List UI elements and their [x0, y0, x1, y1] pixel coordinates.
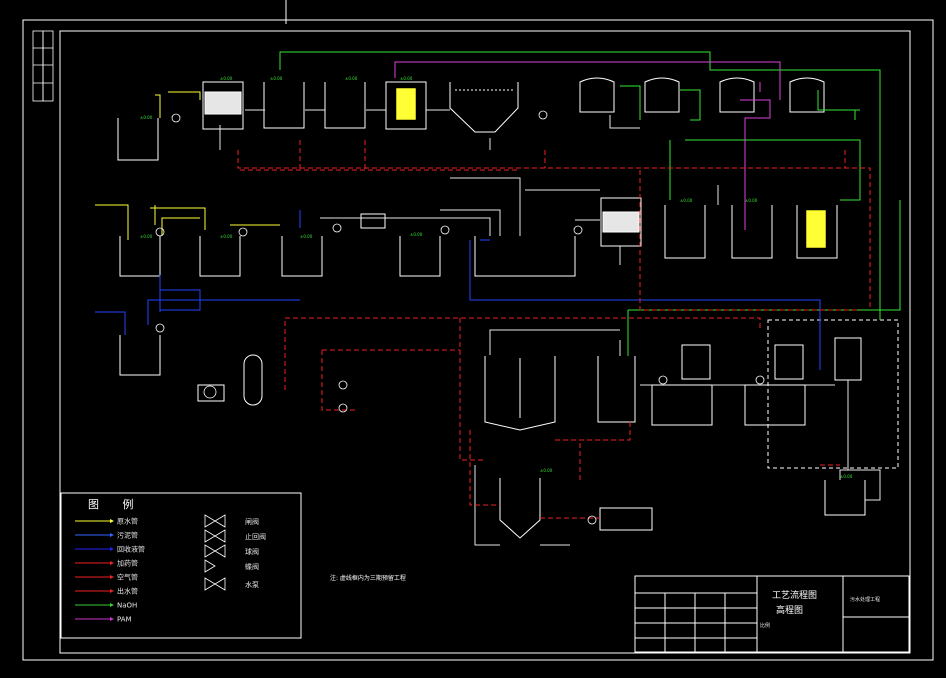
- legend-valve-symbols: [204, 514, 226, 591]
- legend-label-5: 出水管: [117, 587, 138, 596]
- svg-text:±0.00: ±0.00: [680, 198, 693, 203]
- legend-arrow-3: [110, 561, 114, 565]
- svg-text:±0.00: ±0.00: [140, 234, 153, 239]
- top-row-equipment: [117, 77, 825, 161]
- revision-strip: [32, 30, 54, 102]
- legend-frame: [60, 492, 302, 639]
- legend-label-1: 污泥管: [117, 531, 138, 540]
- phase-three-reserve-box: [767, 319, 899, 469]
- level-labels: ±0.00 ±0.00 ±0.00 ±0.00 ±0.00 ±0.00 ±0.0…: [140, 76, 853, 479]
- legend-label-6: NaOH: [117, 602, 137, 610]
- scale-label: 比例: [760, 622, 770, 629]
- legend-label-4: 空气管: [117, 573, 138, 582]
- svg-text:±0.00: ±0.00: [540, 468, 553, 473]
- svg-text:±0.00: ±0.00: [300, 234, 313, 239]
- legend-valve-label-3: 蝶阀: [245, 562, 259, 571]
- legend-arrow-5: [110, 589, 114, 593]
- outer-frame: [22, 19, 934, 661]
- lower-right-equipment: [484, 337, 866, 539]
- svg-text:±0.00: ±0.00: [745, 198, 758, 203]
- legend-arrow-6: [110, 603, 114, 607]
- legend-valve-label-4: 水泵: [245, 580, 259, 589]
- svg-text:±0.00: ±0.00: [220, 234, 233, 239]
- process-water-pipes: [219, 109, 881, 546]
- svg-text:±0.00: ±0.00: [220, 76, 233, 81]
- legend-valve-label-1: 止回阀: [245, 532, 266, 541]
- svg-text:±0.00: ±0.00: [270, 76, 283, 81]
- legend-label-2: 回收液管: [117, 545, 145, 554]
- recovery-pipes: [95, 210, 821, 370]
- lower-left-equipment: [119, 335, 263, 406]
- middle-row-equipment: [119, 197, 838, 277]
- inner-frame: [59, 30, 911, 654]
- drawing-number: 污水处理工程: [850, 596, 880, 603]
- svg-text:±0.00: ±0.00: [410, 232, 423, 237]
- legend-arrow-1: [110, 533, 114, 537]
- pam-pipes: [394, 61, 781, 230]
- legend-label-0: 原水管: [117, 517, 138, 526]
- legend-valve-label-0: 闸阀: [245, 517, 259, 526]
- legend-arrow-7: [110, 617, 114, 621]
- svg-text:±0.00: ±0.00: [345, 76, 358, 81]
- legend-arrow-4: [110, 575, 114, 579]
- legend-label-7: PAM: [117, 616, 132, 624]
- raw-water-pipes: [95, 91, 280, 240]
- svg-text:±0.00: ±0.00: [840, 474, 853, 479]
- legend-valve-label-2: 球阀: [245, 547, 259, 556]
- svg-text:±0.00: ±0.00: [400, 76, 413, 81]
- title-block: [634, 575, 910, 653]
- sludge-air-pipes: [237, 140, 871, 519]
- title-line-2: 高程图: [776, 604, 803, 616]
- legend-arrow-2: [110, 547, 114, 551]
- title-line-1: 工艺流程图: [772, 589, 817, 601]
- pump-symbols: [155, 110, 765, 525]
- svg-text:±0.00: ±0.00: [140, 115, 153, 120]
- legend-title: 图 例: [88, 497, 144, 511]
- legend-label-3: 加药管: [117, 559, 138, 568]
- phase-note: 注: 虚线框内为三期预留工程: [330, 574, 406, 582]
- legend-arrow-0: [110, 519, 114, 523]
